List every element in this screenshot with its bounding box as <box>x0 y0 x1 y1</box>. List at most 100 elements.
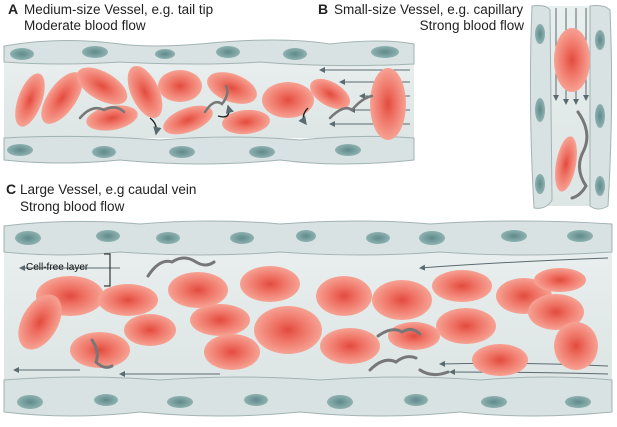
panel-c-parasites <box>90 256 450 377</box>
panel-b-subtitle: Strong blood flow <box>420 18 525 33</box>
nucleus-icon <box>7 144 33 156</box>
red-blood-cell-icon <box>70 332 130 368</box>
red-blood-cell-icon <box>15 73 45 127</box>
red-blood-cell-icon <box>554 28 590 92</box>
red-blood-cell-icon <box>190 304 250 336</box>
panel-a-rbcs <box>15 65 406 140</box>
red-blood-cell-icon <box>163 105 213 135</box>
trypanosome-icon <box>203 84 229 114</box>
nucleus-icon <box>17 395 43 409</box>
red-blood-cell-icon <box>240 266 300 302</box>
red-blood-cell-icon <box>310 78 350 110</box>
red-blood-cell-icon <box>432 270 492 302</box>
nucleus-icon <box>216 46 240 58</box>
panel-c-top-endothelium <box>3 220 613 256</box>
red-blood-cell-icon <box>222 109 270 135</box>
red-blood-cell-icon <box>436 308 496 344</box>
nucleus-icon <box>327 395 353 409</box>
nucleus-icon <box>82 46 108 58</box>
nucleus-icon <box>169 146 195 158</box>
bracket-icon <box>104 253 111 287</box>
nucleus-icon <box>535 24 545 44</box>
panel-c-title: Large Vessel, e.g caudal vein <box>20 182 196 197</box>
red-blood-cell-icon <box>316 276 372 316</box>
nucleus-icon <box>156 232 180 244</box>
nucleus-icon <box>10 48 34 60</box>
nucleus-icon <box>335 144 361 156</box>
red-blood-cell-icon <box>98 284 158 316</box>
nucleus-icon <box>230 232 254 244</box>
nucleus-icon <box>595 30 605 50</box>
trypanosome-icon <box>78 106 126 120</box>
red-blood-cell-icon <box>528 294 584 330</box>
panel-a-letter: A <box>8 1 18 17</box>
nucleus-icon <box>371 46 399 58</box>
cell-free-layer-label: Cell-free layer <box>26 262 89 273</box>
nucleus-icon <box>92 146 116 158</box>
nucleus-icon <box>501 230 527 242</box>
trypanosome-icon <box>368 355 418 372</box>
nucleus-icon <box>96 230 120 242</box>
red-blood-cell-icon <box>320 328 380 364</box>
panel-a-top-endothelium <box>3 39 415 67</box>
cell-free-layer-annotation: Cell-free layer <box>26 253 111 287</box>
rotation-arrow-icon <box>217 104 234 118</box>
panel-a-parasites <box>78 84 374 120</box>
nucleus-icon <box>419 231 445 245</box>
panel-a-bottom-endothelium <box>3 135 415 165</box>
panel-c-subtitle: Strong blood flow <box>20 199 125 214</box>
panel-b-letter: B <box>318 1 328 17</box>
trypanosome-icon <box>146 256 216 278</box>
red-blood-cell-icon <box>158 70 202 102</box>
trypanosome-icon <box>90 338 114 369</box>
red-blood-cell-icon <box>262 82 314 118</box>
nucleus-icon <box>249 146 275 158</box>
red-blood-cell-icon <box>254 306 322 354</box>
nucleus-icon <box>366 232 390 244</box>
panel-a: A Medium-size Vessel, e.g. tail tip Mode… <box>3 1 415 165</box>
panel-a-subtitle: Moderate blood flow <box>24 18 146 33</box>
panel-c: C Large Vessel, e.g caudal vein Strong b… <box>3 181 613 417</box>
trypanosome-icon <box>376 327 422 338</box>
panel-a-title: Medium-size Vessel, e.g. tail tip <box>24 2 213 17</box>
red-blood-cell-icon <box>76 67 128 105</box>
nucleus-icon <box>535 174 545 194</box>
nucleus-icon <box>244 394 268 406</box>
rotation-arrow-icon <box>149 117 162 136</box>
nucleus-icon <box>595 176 605 196</box>
red-blood-cell-icon <box>388 322 440 350</box>
panel-b-title: Small-size Vessel, e.g. capillary <box>334 2 523 17</box>
nucleus-icon <box>565 396 591 408</box>
nucleus-icon <box>15 231 41 245</box>
nucleus-icon <box>296 230 316 242</box>
flow-arrow-icon <box>449 369 609 376</box>
red-blood-cell-icon <box>370 68 406 140</box>
trypanosome-icon <box>418 368 450 377</box>
nucleus-icon <box>404 394 428 406</box>
panel-a-rotation-arrows <box>149 104 309 136</box>
trypanosome-icon <box>328 94 374 120</box>
nucleus-icon <box>595 104 605 128</box>
red-blood-cell-icon <box>41 72 83 124</box>
red-blood-cell-icon <box>554 322 598 370</box>
red-blood-cell-icon <box>472 344 528 376</box>
red-blood-cell-icon <box>124 314 176 346</box>
red-blood-cell-icon <box>18 294 62 350</box>
red-blood-cell-icon <box>127 65 163 119</box>
panel-c-rbcs <box>18 266 598 376</box>
nucleus-icon <box>481 396 507 408</box>
rotation-arrow-icon <box>298 107 309 126</box>
panel-c-bottom-endothelium <box>3 376 613 417</box>
nucleus-icon <box>167 396 193 408</box>
red-blood-cell-icon <box>372 280 432 320</box>
trypanosome-icon <box>570 110 589 200</box>
red-blood-cell-icon <box>207 72 257 104</box>
panel-c-letter: C <box>6 181 16 197</box>
nucleus-icon <box>155 49 175 59</box>
nucleus-icon <box>567 230 593 242</box>
nucleus-icon <box>535 98 545 122</box>
flow-arrow-icon <box>419 257 609 271</box>
red-blood-cell-icon <box>168 272 228 308</box>
nucleus-icon <box>283 48 307 60</box>
